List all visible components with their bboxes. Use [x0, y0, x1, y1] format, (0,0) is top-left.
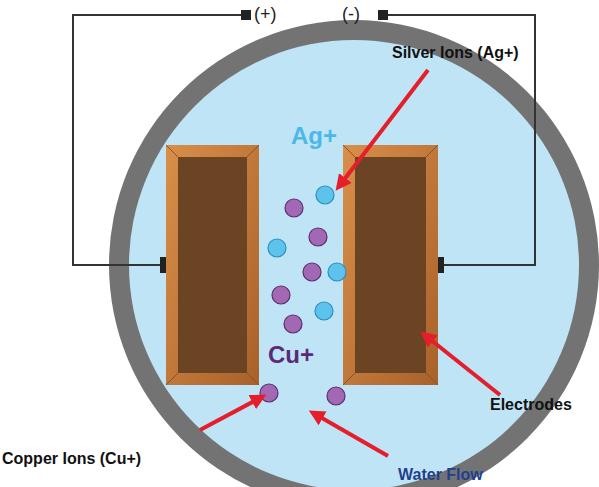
ion-label: Ag+	[291, 123, 337, 149]
copper-ion	[260, 199, 345, 405]
connector	[438, 257, 444, 273]
terminal	[241, 10, 251, 20]
water	[129, 40, 579, 487]
callout-label: Electrodes	[490, 396, 572, 414]
connector	[160, 257, 166, 273]
electrode	[343, 145, 438, 385]
callout-label: Copper Ions (Cu+)	[2, 450, 141, 468]
pipe-wall	[109, 20, 599, 487]
callout-label: Silver Ions (Ag+)	[392, 44, 519, 62]
callout-label: Water Flow	[398, 466, 483, 484]
silver-ion	[268, 186, 346, 320]
ion-label: Cu+	[268, 342, 314, 368]
terminal-label: (+)	[254, 5, 277, 25]
electrode	[166, 145, 259, 385]
pointer-arrow	[200, 70, 500, 456]
terminal-label: (-)	[342, 5, 360, 25]
terminal	[378, 10, 388, 20]
